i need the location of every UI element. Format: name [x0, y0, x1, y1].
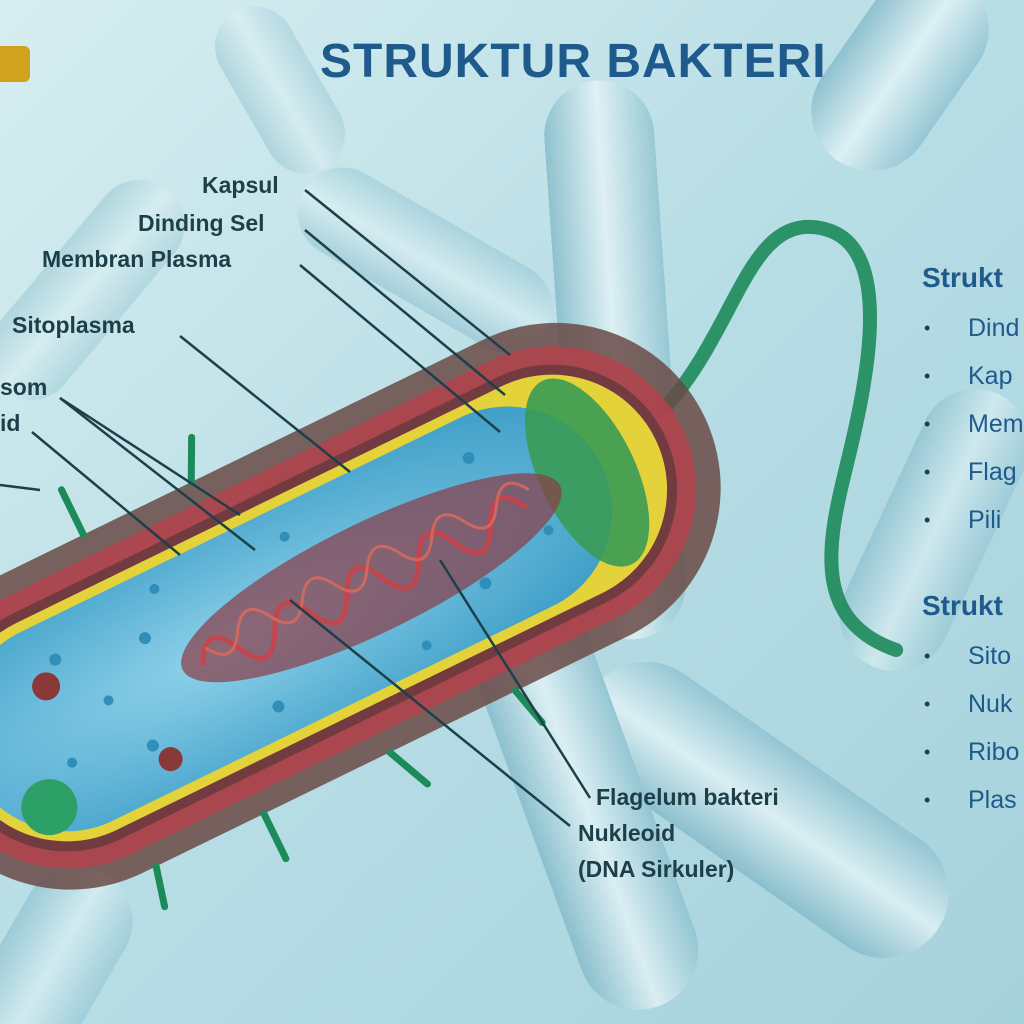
granule [21, 779, 78, 836]
panel-bottom-item: Ribo [922, 728, 1024, 776]
panel-bottom-item: Plas [922, 776, 1024, 824]
label-membran-plasma: Membran Plasma [42, 246, 232, 272]
plasmid [32, 672, 61, 701]
panel-bottom-item: Nuk [922, 680, 1024, 728]
panel-top-item: Kap [922, 352, 1024, 400]
panel-top: Strukt Dind Kap Mem Flag Pili [922, 262, 1024, 544]
label-nukleoid: Nukleoid [578, 820, 676, 846]
panel-bottom-item: Sito [922, 632, 1024, 680]
logo [0, 46, 30, 82]
label-ribosom: som [0, 374, 48, 400]
cut-surface [524, 378, 650, 567]
panel-bottom: Strukt Sito Nuk Ribo Plas [922, 590, 1024, 824]
label-flagelum: Flagelum bakteri [596, 784, 779, 810]
flagellum [659, 220, 904, 658]
label-sitoplasma: Sitoplasma [12, 312, 135, 338]
label-dinding-sel: Dinding Sel [138, 210, 265, 236]
panel-top-heading: Strukt [922, 262, 1003, 293]
label-plasmid: id [0, 410, 21, 436]
leader-lines [0, 189, 592, 827]
ribosomes [49, 451, 554, 768]
panel-top-item: Flag [922, 448, 1024, 496]
panel-top-item: Mem [922, 400, 1024, 448]
panel-top-item: Pili [922, 496, 1024, 544]
panel-top-item: Dind [922, 304, 1024, 352]
page-title: STRUKTUR BAKTERI [320, 35, 827, 88]
label-kapsul: Kapsul [202, 172, 279, 198]
nucleoid-dna [181, 473, 562, 683]
panel-bottom-heading: Strukt [922, 590, 1003, 621]
label-nukleoid-sub: (DNA Sirkuler) [578, 856, 735, 882]
plasmid [158, 747, 183, 772]
bacterium-cell [0, 220, 904, 911]
